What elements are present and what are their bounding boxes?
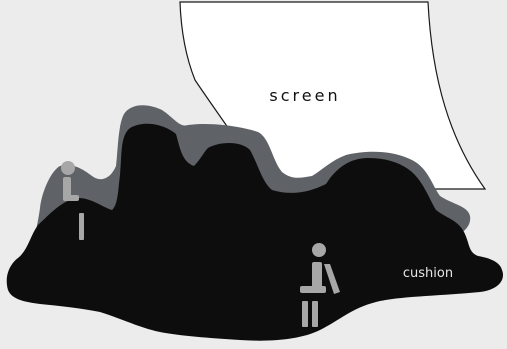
screen-label: screen — [269, 86, 340, 105]
cushion-label: cushion — [403, 266, 453, 281]
